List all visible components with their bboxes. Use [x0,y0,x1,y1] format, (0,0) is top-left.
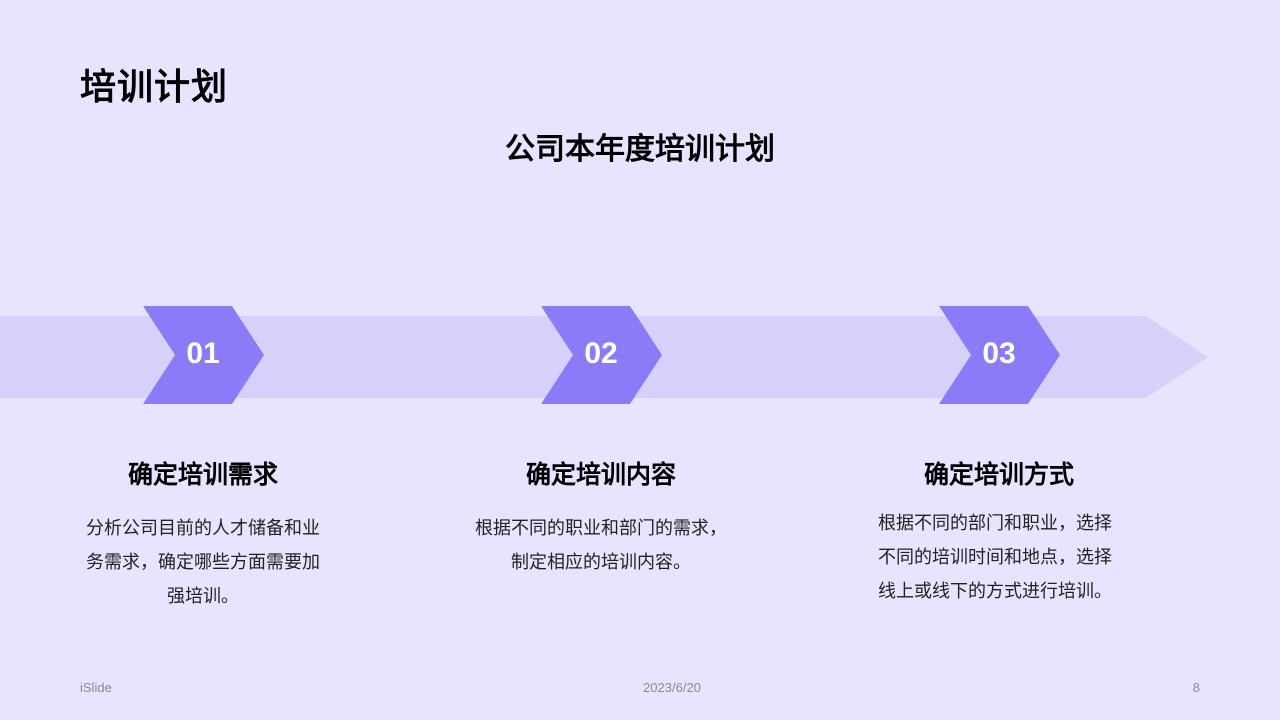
slide-subtitle: 公司本年度培训计划 [505,132,775,167]
step-3-title: 确定培训方式 [923,460,1074,489]
footer-date: 2023/6/20 [643,680,701,695]
step-3-desc-line: 不同的培训时间和地点，选择 [878,547,1112,568]
step-1-number: 01 [186,337,220,370]
step-2-chevron [541,306,662,404]
step-1-desc-line: 强培训。 [167,586,239,607]
timeline-arrow-band [0,306,1208,404]
step-3-description: 根据不同的部门和职业，选择 不同的培训时间和地点，选择 线上或线下的方式进行培训… [878,507,1178,609]
step-2-title: 确定培训内容 [525,460,676,489]
step-3-number: 03 [982,337,1016,370]
step-1-description: 分析公司目前的人才储备和业 务需求，确定哪些方面需要加 强培训。 [63,512,343,614]
step-2-number: 02 [584,337,618,370]
step-2-desc-line: 根据不同的职业和部门的需求， [475,518,727,539]
footer-page-number: 8 [1192,680,1200,695]
step-3-desc-line: 根据不同的部门和职业，选择 [878,513,1112,534]
step-2-desc-line: 制定相应的培训内容。 [511,552,691,573]
step-2-description: 根据不同的职业和部门的需求， 制定相应的培训内容。 [446,512,756,580]
step-1-chevron [143,306,264,404]
footer-brand: iSlide [80,680,112,695]
step-3-chevron [939,306,1060,404]
step-3-desc-line: 线上或线下的方式进行培训。 [878,581,1112,602]
step-1-desc-line: 分析公司目前的人才储备和业 [86,518,320,539]
step-1-desc-line: 务需求，确定哪些方面需要加 [86,552,320,573]
step-1-title: 确定培训需求 [127,460,278,489]
page-title: 培训计划 [80,67,229,108]
